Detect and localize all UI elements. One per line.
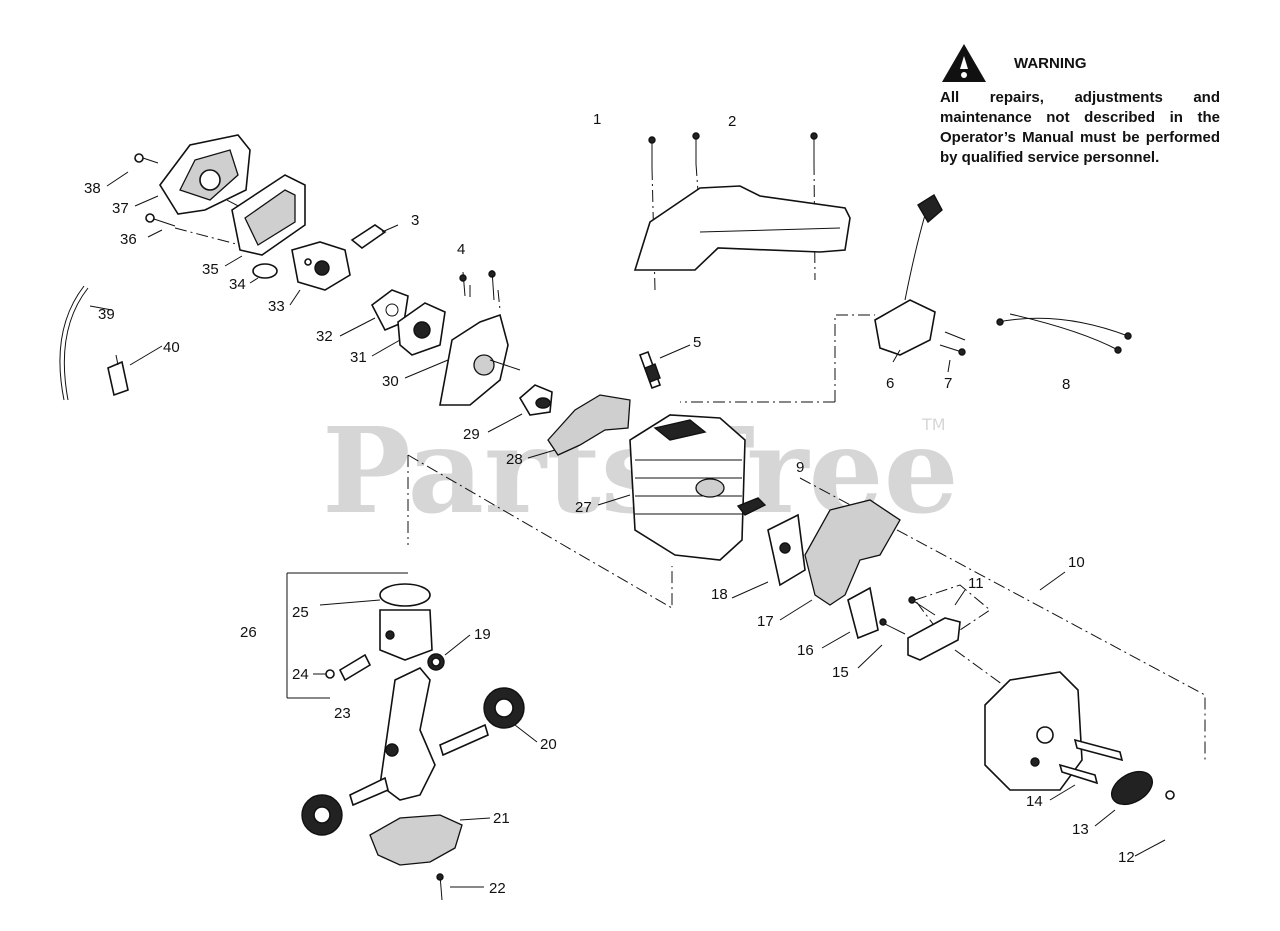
callout-36: 36: [120, 231, 137, 248]
part-19-needle-bearing: [427, 653, 445, 671]
callout-6: 6: [886, 375, 894, 392]
part-39-fuel-line: [59, 285, 89, 401]
callout-22: 22: [489, 880, 506, 897]
callout-38: 38: [84, 180, 101, 197]
callout-7: 7: [944, 375, 952, 392]
part-10-muffler: [984, 671, 1083, 791]
callout-1: 1: [593, 111, 601, 128]
part-14-bolts: [1058, 738, 1124, 785]
part-31-plate: [397, 302, 446, 356]
part-piston: [379, 609, 433, 661]
part-22-screw: [436, 873, 444, 901]
part-32-gasket: [370, 289, 409, 332]
callout-26: 26: [240, 624, 257, 641]
part-36-screw: [145, 213, 176, 227]
part-crankshaft: [349, 667, 489, 807]
callout-25: 25: [292, 604, 309, 621]
callout-20: 20: [540, 736, 557, 753]
callout-24: 24: [292, 666, 309, 683]
part-21-crankcase: [369, 814, 463, 866]
leader-lines: [89, 171, 1166, 888]
part-28-bracket: [547, 394, 631, 456]
part-18-gasket: [767, 513, 806, 587]
callout-8: 8: [1062, 376, 1070, 393]
warning-notice: WARNING All repairs, adjustments and mai…: [940, 42, 1220, 168]
part-1-shroud: [633, 132, 851, 271]
callout-18: 18: [711, 586, 728, 603]
callout-31: 31: [350, 349, 367, 366]
warning-text: All repairs, adjustments and maintenance…: [940, 89, 1220, 166]
part-33-carburetor: [291, 241, 351, 291]
callout-12: 12: [1118, 849, 1135, 866]
part-6-ignition-coil: [874, 194, 943, 356]
part-3-clip: [350, 224, 387, 249]
callout-37: 37: [112, 200, 129, 217]
callout-4: 4: [457, 241, 465, 258]
warning-triangle-icon: [942, 44, 986, 82]
callout-13: 13: [1072, 821, 1089, 838]
part-9-block: [736, 497, 767, 516]
callout-29: 29: [463, 426, 480, 443]
part-38-screw: [134, 153, 159, 164]
part-35-filter: [231, 174, 306, 256]
callout-5: 5: [693, 334, 701, 351]
callout-11: 11: [968, 575, 984, 592]
part-17-heat-shield: [804, 499, 901, 606]
callout-15: 15: [832, 664, 849, 681]
callout-32: 32: [316, 328, 333, 345]
warning-title: WARNING: [1014, 54, 1087, 72]
callout-40: 40: [163, 339, 180, 356]
part-11-plate: [907, 596, 961, 661]
part-13-cover: [1111, 770, 1153, 806]
part-7-screws: [939, 331, 966, 356]
callout-21: 21: [493, 810, 510, 827]
part-15-screw: [879, 618, 906, 635]
watermark-tm: TM: [921, 415, 946, 434]
part-23-piston-pin: [338, 653, 372, 682]
part-4-screws: [459, 269, 496, 301]
part-34-ring: [252, 263, 278, 279]
warning-header: WARNING: [940, 42, 1220, 84]
part-30-manifold: [439, 313, 521, 406]
part-25-piston-ring: [379, 583, 431, 607]
part-16-gasket: [847, 586, 879, 640]
callout-19: 19: [474, 626, 491, 643]
part-12-nut: [1165, 790, 1175, 800]
callout-27: 27: [575, 499, 592, 516]
part-27-cylinder: [629, 414, 746, 561]
callout-39: 39: [98, 306, 115, 323]
part-29-boot: [518, 384, 553, 416]
part-20-ball-bearing: [483, 687, 525, 729]
callout-14: 14: [1026, 793, 1043, 810]
part-5-spark-plug: [638, 350, 662, 390]
callout-3: 3: [411, 212, 419, 229]
callouts: 1 2 3 4 5 6 7 8 9 10 11 12 13 14 15 16 1…: [84, 111, 1135, 897]
callout-23: 23: [334, 705, 351, 722]
part-40-fuel-filter: [107, 354, 129, 397]
callout-16: 16: [797, 642, 814, 659]
callout-17: 17: [757, 613, 774, 630]
part-37-air-filter-cover: [159, 134, 251, 215]
callout-28: 28: [506, 451, 523, 468]
callout-33: 33: [268, 298, 285, 315]
callout-35: 35: [202, 261, 219, 278]
callout-10: 10: [1068, 554, 1085, 571]
callout-2: 2: [728, 113, 736, 130]
bracket-26: [286, 572, 408, 699]
part-24-clip: [325, 669, 335, 679]
callout-34: 34: [229, 276, 246, 293]
callout-30: 30: [382, 373, 399, 390]
part-left-bearing: [301, 794, 343, 836]
callout-9: 9: [796, 459, 804, 476]
part-8-wires: [996, 313, 1132, 354]
